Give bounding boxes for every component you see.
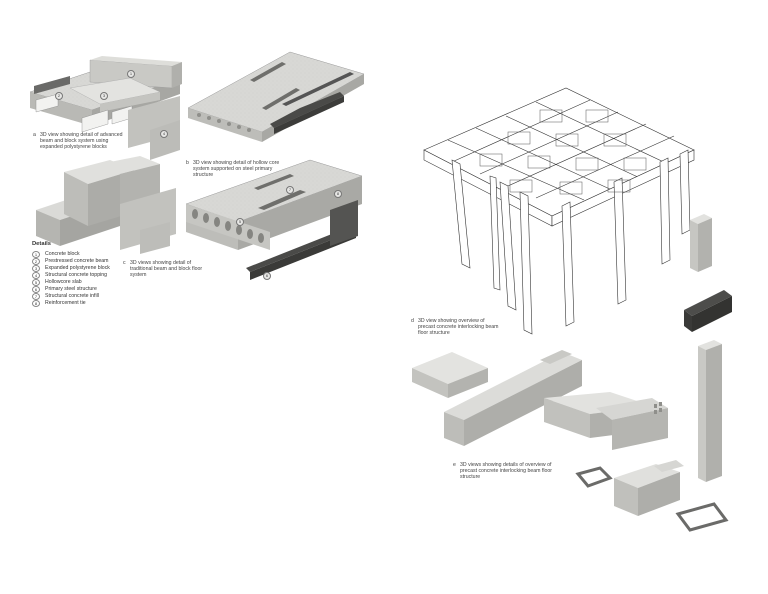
details-title: Details: [32, 241, 52, 247]
details-item-label: Primary steel structure: [45, 286, 97, 293]
details-item-label: Concrete block: [45, 251, 80, 258]
details-item: 2 Prestressed concrete beam: [32, 258, 142, 265]
details-item-label: Expanded polystyrene block: [45, 265, 110, 272]
caption-c: c 3D views showing detail of traditional…: [123, 260, 212, 279]
details-item-label: Hollowcore slab: [45, 279, 82, 286]
caption-a-text: 3D view showing detail of advanced beam …: [40, 132, 123, 151]
marker-7: 7: [286, 186, 294, 194]
marker-5: 5: [236, 218, 244, 226]
details-item: 5 Hollowcore slab: [32, 279, 142, 286]
caption-e-text: 3D views showing details of overview of …: [460, 462, 552, 481]
details-item-number: 1: [32, 251, 40, 258]
caption-a: a 3D view showing detail of advanced bea…: [33, 132, 130, 151]
details-item-number: 6: [32, 286, 40, 293]
details-item: 6 Primary steel structure: [32, 286, 142, 293]
caption-b-text: 3D view showing detail of hollow core sy…: [193, 160, 280, 179]
caption-d-text: 3D view showing overview of precast conc…: [418, 318, 499, 337]
details-item-number: 7: [32, 293, 40, 300]
details-item-label: Structural concrete topping: [45, 272, 107, 279]
details-item-label: Structural concrete infill: [45, 293, 99, 300]
caption-e: e 3D views showing details of overview o…: [453, 462, 560, 481]
details-item-label: Reinforcement tie: [45, 300, 86, 307]
details-item: 1 Concrete block: [32, 251, 142, 258]
figure-b-hollow-core: [187, 51, 365, 142]
caption-d-letter: d: [411, 318, 414, 324]
details-item-number: 4: [32, 272, 40, 279]
marker-4: 4: [160, 130, 168, 138]
details-item-number: 8: [32, 300, 40, 307]
details-item: 3 Expanded polystyrene block: [32, 265, 142, 272]
marker-3: 3: [100, 92, 108, 100]
details-item: 8 Reinforcement tie: [32, 300, 142, 307]
caption-c-letter: c: [123, 260, 126, 266]
details-item: 7 Structural concrete infill: [32, 293, 142, 300]
figure-column-pieces: [684, 214, 732, 482]
details-item-label: Prestressed concrete beam: [45, 258, 109, 265]
marker-6: 6: [263, 272, 271, 280]
details-item-number: 5: [32, 279, 40, 286]
caption-b-letter: b: [186, 160, 189, 166]
figure-hollow-core-detail: [185, 159, 363, 280]
caption-a-letter: a: [33, 132, 36, 138]
figure-d-grid-wireframe: [423, 87, 695, 335]
figure-c-traditional-beam-block: [36, 156, 176, 254]
details-item: 4 Structural concrete topping: [32, 272, 142, 279]
caption-c-text: 3D views showing detail of traditional b…: [130, 260, 203, 279]
marker-1: 1: [127, 70, 135, 78]
figure-a-beam-block-eps: [29, 56, 182, 160]
details-legend: Details 1 Concrete block 2 Prestressed con…: [32, 241, 142, 307]
marker-8: 8: [334, 190, 342, 198]
marker-2: 2: [55, 92, 63, 100]
details-item-number: 3: [32, 265, 40, 272]
caption-b: b 3D view showing detail of hollow core …: [186, 160, 285, 179]
caption-e-letter: e: [453, 462, 456, 468]
caption-d: d 3D view showing overview of precast co…: [411, 318, 502, 337]
figure-e-interlocking-beams: [412, 350, 729, 532]
details-item-number: 2: [32, 258, 40, 265]
